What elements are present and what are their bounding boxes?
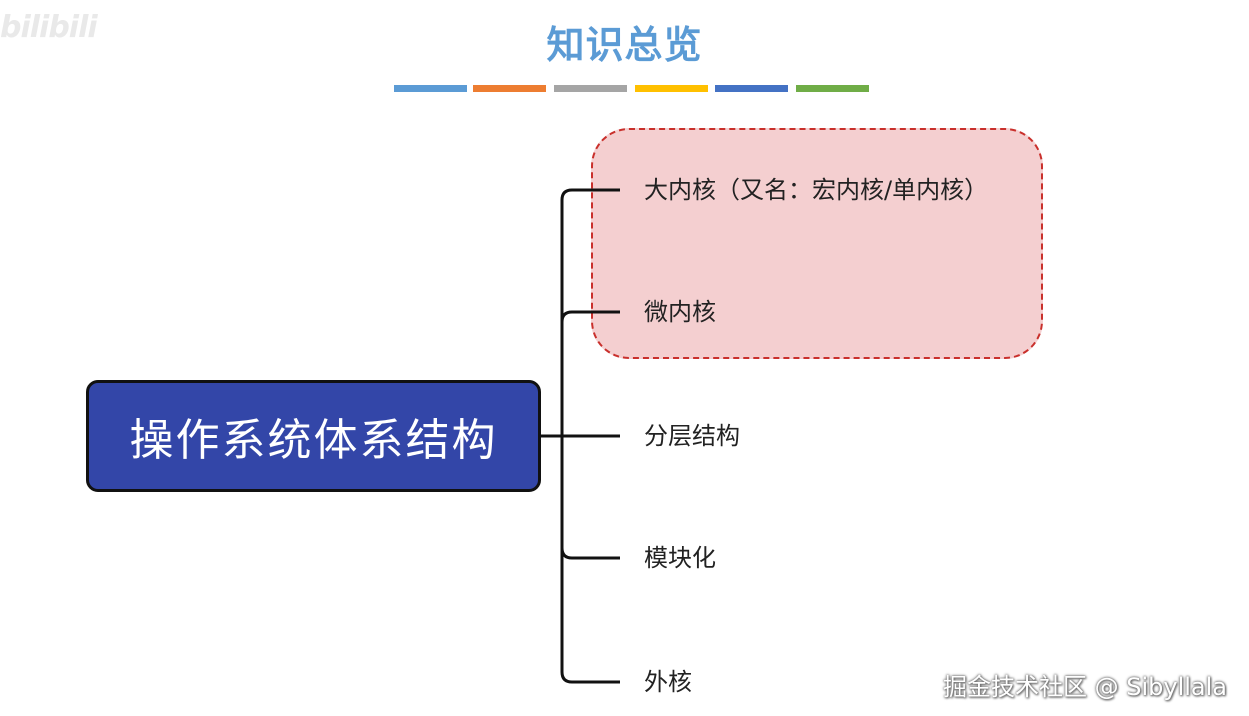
root-node: 操作系统体系结构 xyxy=(86,380,541,492)
branch-microkernel: 微内核 xyxy=(644,298,716,326)
connector-trunk xyxy=(560,188,620,684)
bilibili-logo: bilibili xyxy=(0,10,98,45)
color-bar-4 xyxy=(635,85,708,92)
connector-branch-4 xyxy=(560,547,620,560)
color-bar-1 xyxy=(394,85,467,92)
kernel-highlight-group xyxy=(591,128,1043,359)
color-bar-2 xyxy=(473,85,546,92)
color-bar-6 xyxy=(796,85,869,92)
page-title: 知识总览 xyxy=(546,23,703,67)
connector-branch-2 xyxy=(560,310,620,323)
color-bar-3 xyxy=(554,85,627,92)
branch-exokernel: 外核 xyxy=(644,668,692,696)
branch-monolithic-kernel: 大内核（又名：宏内核/单内核） xyxy=(644,176,989,204)
branch-modular: 模块化 xyxy=(644,544,716,572)
color-bar-5 xyxy=(715,85,788,92)
branch-layered: 分层结构 xyxy=(644,422,740,450)
watermark: 掘金技术社区 @ Sibyllala xyxy=(942,673,1227,701)
root-label: 操作系统体系结构 xyxy=(129,415,498,466)
